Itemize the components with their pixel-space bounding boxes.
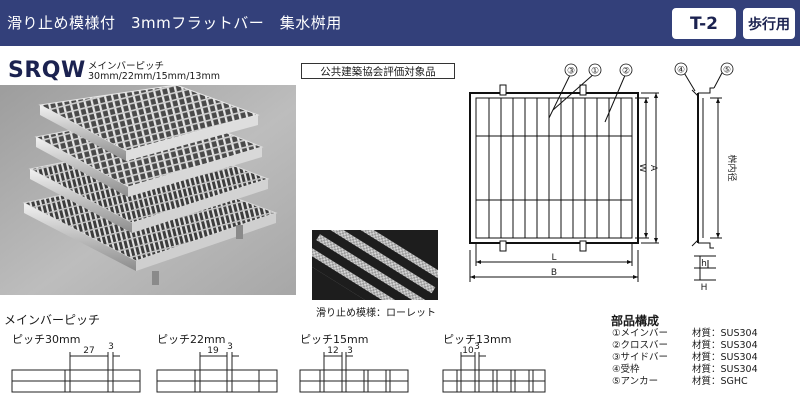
part-material: 材質：SUS304 — [692, 352, 758, 363]
part-name: ⑤アンカー — [612, 376, 659, 387]
pitch-15-label: ピッチ15mm — [300, 333, 369, 346]
certification-badge: 公共建築協会評価対象品 — [301, 63, 455, 79]
pitch-values: 30mm/22mm/15mm/13mm — [88, 71, 220, 82]
pitch-30-label: ピッチ30mm — [12, 333, 81, 346]
product-code-badge: T-2 — [670, 6, 738, 41]
list-item: ②クロスバー 材質：SUS304 — [612, 340, 758, 352]
pitch-22-gap: 19 — [207, 346, 219, 356]
part-material: 材質：SUS304 — [692, 340, 758, 351]
pitch-13-gap: 10 — [462, 346, 474, 356]
dim-h: h — [701, 259, 707, 269]
pitch-13-label: ピッチ13mm — [443, 333, 512, 346]
dim-A: A — [648, 165, 658, 172]
callout-3: ③ — [567, 67, 575, 77]
dim-H: H — [701, 283, 708, 293]
dim-L: L — [551, 253, 556, 263]
dim-inner-diameter: 桝内径 — [726, 154, 738, 181]
grating-photo — [0, 85, 296, 295]
pitch-13-diagram: 10 3 — [442, 342, 546, 393]
header-title: 滑り止め模様付 3mmフラットバー 集水桝用 — [7, 14, 342, 32]
pitch-22-bar: 3 — [227, 342, 233, 352]
parts-title: 部品構成 — [611, 314, 660, 328]
callout-5: ⑤ — [723, 66, 731, 76]
callout-1: ① — [591, 67, 599, 77]
knurl-texture-image — [312, 230, 438, 300]
part-name: ②クロスバー — [612, 340, 669, 351]
pitch-15-gap: 12 — [327, 346, 338, 356]
pitch-label: メインバーピッチ — [88, 61, 165, 72]
header-bar: 滑り止め模様付 3mmフラットバー 集水桝用 — [0, 0, 800, 46]
pitch-22-label: ピッチ22mm — [157, 333, 226, 346]
callout-2: ② — [622, 67, 630, 77]
plan-view-drawing: ③ ① ② W A L B — [469, 63, 659, 282]
part-name: ④受枠 — [612, 364, 640, 375]
part-name: ①メインバー — [612, 328, 669, 339]
part-name: ③サイドバー — [612, 352, 669, 363]
part-material: 材質：SUS304 — [692, 364, 758, 375]
list-item: ⑤アンカー 材質：SGHC — [612, 376, 758, 388]
model-name: SRQW — [8, 58, 86, 83]
section-view-drawing: ④ ⑤ 桝内径 h H — [674, 62, 738, 293]
texture-caption: 滑り止め模様：ローレット — [316, 308, 436, 319]
part-material: 材質：SUS304 — [692, 328, 758, 339]
usage-badge: 歩行用 — [741, 6, 797, 41]
pitch-section-title: メインバーピッチ — [4, 313, 101, 327]
parts-list: ①メインバー 材質：SUS304 ②クロスバー 材質：SUS304 ③サイドバー… — [612, 328, 758, 388]
pitch-30-bar: 3 — [108, 342, 114, 352]
pitch-13-bar: 3 — [474, 342, 480, 352]
pitch-15-diagram: 12 3 — [299, 346, 409, 393]
part-material: 材質：SGHC — [692, 376, 748, 387]
pitch-30-gap: 27 — [83, 346, 94, 356]
pitch-22-diagram: 19 3 — [156, 342, 278, 393]
pitch-15-bar: 3 — [347, 346, 353, 356]
list-item: ③サイドバー 材質：SUS304 — [612, 352, 758, 364]
pitch-30-diagram: 27 3 — [11, 342, 141, 393]
list-item: ④受枠 材質：SUS304 — [612, 364, 758, 376]
dim-B: B — [551, 268, 557, 278]
list-item: ①メインバー 材質：SUS304 — [612, 328, 758, 340]
dim-W: W — [637, 164, 647, 173]
callout-4: ④ — [677, 66, 685, 76]
